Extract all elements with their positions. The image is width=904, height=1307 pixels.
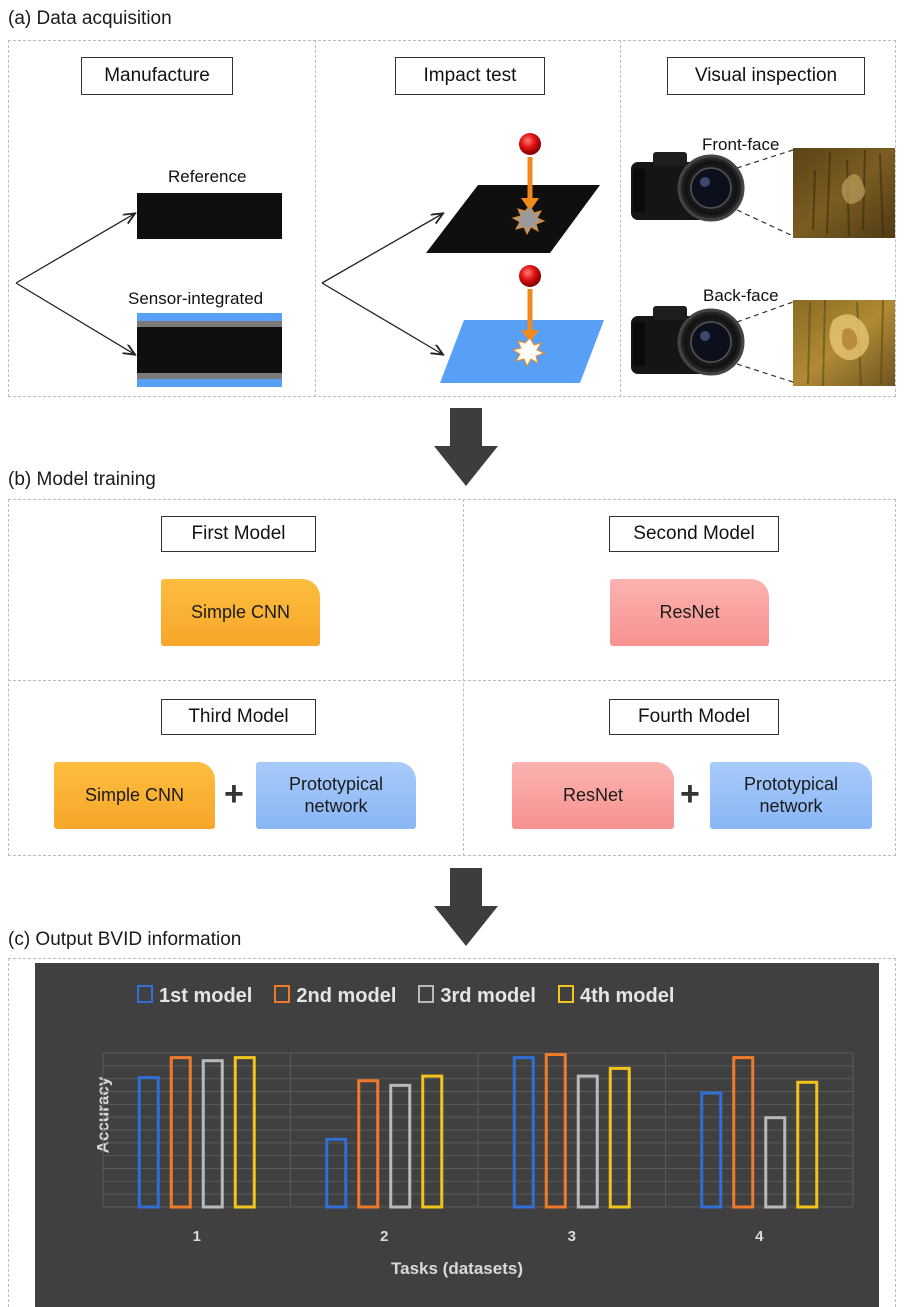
bar-3rd-model-task-4 (764, 1116, 787, 1209)
divider (463, 499, 464, 856)
legend-swatch (418, 985, 435, 1003)
legend-item: 1st model (137, 985, 252, 1008)
impact-test-illustration (321, 133, 604, 383)
bar-3rd-model-task-2 (389, 1083, 412, 1209)
sensor-integrated-laminate (137, 313, 282, 387)
plus-sign: + (680, 775, 700, 813)
prototypical-line1: Prototypical (288, 773, 384, 794)
visual-inspection-label: Visual inspection (667, 57, 865, 95)
legend-label: 1st model (159, 985, 253, 1007)
legend-label: 2nd model (296, 985, 397, 1007)
camera-icon (631, 152, 745, 222)
prototypical-network-block: Prototypical network (710, 762, 872, 829)
back-face-label: Back-face (703, 286, 779, 305)
simple-cnn-block: Simple CNN (54, 762, 215, 829)
x-tick-label: 1 (193, 1228, 201, 1245)
bar-1st-model-task-4 (700, 1091, 723, 1209)
legend-item: 3rd model (418, 985, 536, 1008)
bar-2nd-model-task-3 (544, 1053, 567, 1209)
front-face-label: Front-face (702, 135, 780, 154)
bar-3rd-model-task-1 (201, 1059, 224, 1209)
divider (620, 40, 621, 397)
legend-swatch (137, 985, 153, 1003)
prototypical-line2: network (304, 795, 368, 816)
chart-panel: 1st model 2nd model 3rd model 4th model … (35, 963, 879, 1307)
legend-swatch (274, 985, 291, 1003)
second-model-label: Second Model (609, 516, 779, 552)
third-model-label: Third Model (161, 699, 316, 735)
section-c-title: (c) Output BVID information (8, 929, 242, 950)
camera-icon (631, 306, 745, 376)
section-a-frame (8, 40, 896, 397)
bar-2nd-model-task-2 (357, 1079, 380, 1209)
resnet-block: ResNet (610, 579, 769, 646)
branch-arrows (15, 180, 158, 370)
reference-label: Reference (168, 167, 247, 186)
legend-item: 2nd model (274, 985, 396, 1008)
bar-4th-model-task-1 (233, 1056, 256, 1209)
section-c-frame (8, 958, 896, 1307)
prototypical-network-block: Prototypical network (256, 762, 416, 829)
section-a-title: (a) Data acquisition (8, 8, 172, 29)
x-tick-label: 4 (755, 1228, 764, 1245)
reference-laminate (137, 193, 282, 239)
first-model-label: First Model (161, 516, 316, 552)
bar-4th-model-task-3 (608, 1066, 631, 1209)
bar-2nd-model-task-1 (169, 1056, 192, 1209)
camera-inspection-illustration (631, 148, 895, 387)
bar-4th-model-task-4 (796, 1080, 819, 1209)
bar-3rd-model-task-3 (576, 1074, 599, 1209)
legend-label: 3rd model (440, 985, 536, 1007)
manufacture-label: Manufacture (81, 57, 233, 95)
bar-1st-model-task-3 (512, 1056, 535, 1209)
x-axis-label: Tasks (datasets) (391, 1259, 523, 1278)
x-tick-label: 2 (380, 1228, 388, 1245)
bar-1st-model-task-1 (137, 1076, 160, 1209)
sensor-integrated-label: Sensor-integrated (128, 289, 264, 308)
simple-cnn-block: Simple CNN (161, 579, 320, 646)
divider (8, 680, 896, 681)
down-arrow-icon (434, 868, 498, 946)
section-b-frame (8, 499, 896, 856)
chart-legend: 1st model 2nd model 3rd model 4th model (137, 985, 674, 1008)
plus-sign: + (224, 775, 244, 813)
divider (315, 40, 316, 397)
prototypical-line1: Prototypical (743, 773, 839, 794)
fourth-model-label: Fourth Model (609, 699, 779, 735)
bar-4th-model-task-2 (421, 1074, 444, 1209)
legend-swatch (557, 985, 574, 1003)
bar-1st-model-task-2 (325, 1137, 348, 1209)
impact-test-label: Impact test (395, 57, 545, 95)
down-arrow-icon (434, 408, 498, 486)
prototypical-line2: network (759, 795, 823, 816)
resnet-block: ResNet (512, 762, 674, 829)
x-tick-label: 3 (568, 1228, 576, 1245)
legend-item: 4th model (557, 985, 675, 1008)
bar-chart: 1 2 3 4 (102, 1052, 854, 1245)
section-b-title: (b) Model training (8, 469, 156, 490)
bar-2nd-model-task-4 (732, 1056, 755, 1209)
legend-label: 4th model (579, 985, 675, 1007)
